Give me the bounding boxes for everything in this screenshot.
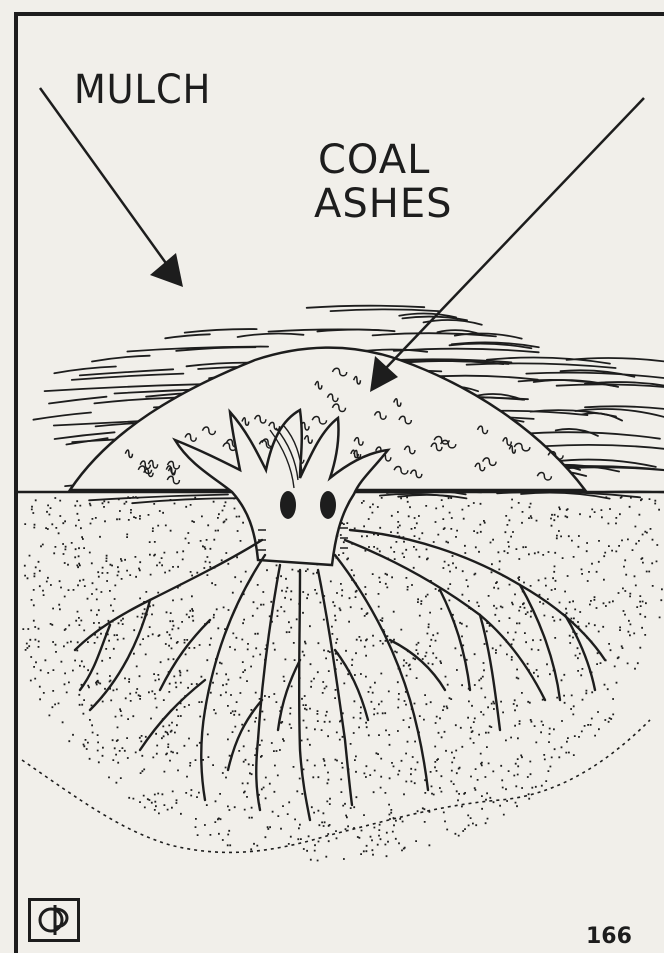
mulch-label: MULCH bbox=[74, 70, 211, 110]
mulch-arrowhead bbox=[150, 253, 183, 287]
coal-label: COAL bbox=[318, 140, 430, 180]
cp-monogram-logo bbox=[28, 898, 80, 942]
page-number: 166 bbox=[586, 926, 632, 948]
ashes-label: ASHES bbox=[314, 184, 453, 224]
label-arrows bbox=[40, 88, 644, 392]
soil-stipple bbox=[22, 496, 663, 861]
mulch-arrow-line bbox=[40, 88, 168, 266]
